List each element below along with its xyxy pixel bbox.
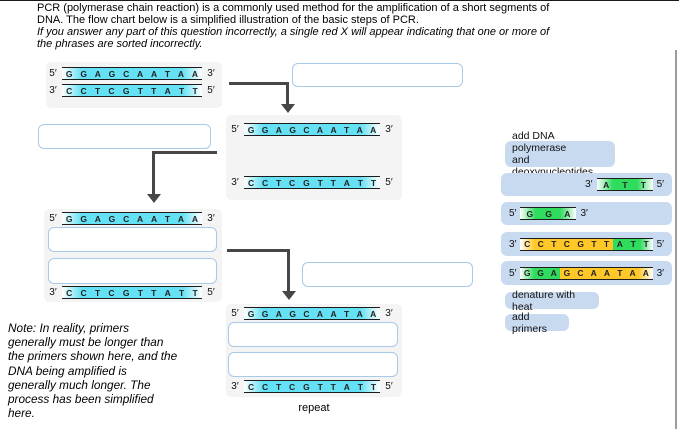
arrow2-head-icon <box>147 194 161 203</box>
right-edge-divider <box>675 50 677 429</box>
five-prime-label: 5′ <box>509 208 517 219</box>
option-label: add DNA polymerase <box>512 130 567 154</box>
three-prime-label: 3′ <box>207 213 215 224</box>
arrow1-line <box>229 82 289 85</box>
arrow1-head-icon <box>281 104 295 113</box>
five-prime-label: 5′ <box>656 179 664 190</box>
drop-zone-step3[interactable] <box>302 262 473 287</box>
five-prime-label: 5′ <box>231 308 239 319</box>
five-prime-label: 5′ <box>49 213 57 224</box>
option-add-primers[interactable]: add primers <box>505 311 569 335</box>
three-prime-label: 3′ <box>385 124 393 135</box>
question-text: PCR (polymerase chain reaction) is a com… <box>37 2 550 51</box>
arrow3-head-icon <box>282 291 296 300</box>
drop-zone-top-primer[interactable] <box>48 227 217 252</box>
option-label: denature with heat <box>512 288 576 313</box>
five-prime-label: 5′ <box>385 177 393 188</box>
five-prime-label: 5′ <box>207 85 215 96</box>
question-line: DNA. The flow chart below is a simplifie… <box>37 13 419 26</box>
option-denature-with-heat[interactable]: denature with heat <box>505 289 599 313</box>
five-prime-label: 5′ <box>385 381 393 392</box>
five-prime-label: 5′ <box>656 238 664 250</box>
five-prime-label: 5′ <box>207 287 215 298</box>
arrow2-line <box>152 151 155 196</box>
drop-zone-bottom-primer[interactable] <box>48 258 217 284</box>
arrow3-line <box>287 249 290 293</box>
drop-zone-step2[interactable] <box>38 124 211 149</box>
three-prime-label: 3′ <box>580 208 588 219</box>
three-prime-label: 3′ <box>231 381 239 392</box>
arrow2-line <box>152 151 217 154</box>
three-prime-label: 3′ <box>49 287 57 298</box>
arrow3-line <box>227 249 289 252</box>
three-prime-label: 3′ <box>585 179 593 190</box>
option-label: add primers <box>512 310 548 335</box>
question-line-italic: If you answer any part of this question … <box>37 25 550 38</box>
five-prime-label: 5′ <box>509 267 517 279</box>
note-text: Note: In reality, primers generally must… <box>8 321 178 421</box>
question-line: PCR (polymerase chain reaction) is a com… <box>37 2 550 14</box>
arrow1-line <box>286 82 289 106</box>
repeat-label: repeat <box>298 402 330 414</box>
drop-zone-new-bottom-strand[interactable] <box>228 322 398 347</box>
question-line-italic: the phrases are sorted incorrectly. <box>37 37 203 50</box>
top-divider <box>0 0 679 1</box>
three-prime-label: 3′ <box>49 85 57 96</box>
five-prime-label: 5′ <box>231 124 239 135</box>
three-prime-label: 3′ <box>656 267 664 279</box>
option-add-dna-polymerase[interactable]: add DNA polymerase and deoxynucleotides <box>505 130 615 178</box>
three-prime-label: 3′ <box>509 238 517 250</box>
three-prime-label: 3′ <box>207 68 215 79</box>
three-prime-label: 3′ <box>385 308 393 319</box>
drop-zone-new-top-strand[interactable] <box>228 352 398 377</box>
five-prime-label: 5′ <box>49 68 57 79</box>
three-prime-label: 3′ <box>231 177 239 188</box>
drop-zone-step1[interactable] <box>292 63 463 87</box>
